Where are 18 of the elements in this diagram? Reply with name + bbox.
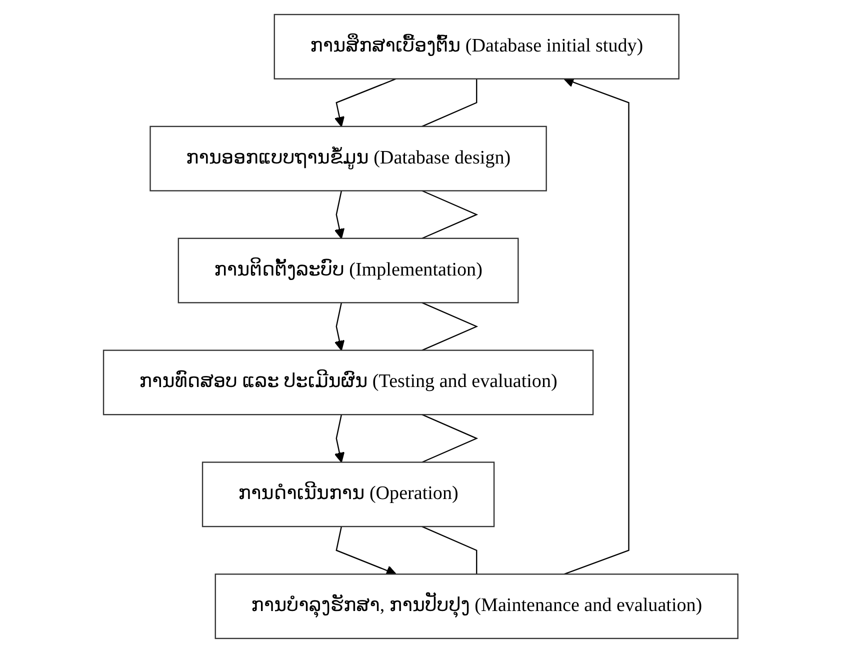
connector [422,526,478,574]
connector [422,302,478,351]
arrow [334,190,344,239]
arrow [334,414,344,463]
connector [422,78,478,127]
node-box [274,14,680,80]
arrow [336,526,396,576]
arrow [334,78,396,127]
connector [422,190,478,239]
node-box [178,238,519,304]
node-box [214,574,738,640]
node-box [149,126,547,192]
node-box [202,462,494,528]
arrow [563,77,630,575]
connector [422,414,478,463]
arrow [334,302,344,351]
node-box [102,350,594,416]
flowchart-drawing: ການສຶກສາເບື້ອງຕົ້ນ (Database initial study) ການອອກແບບຖານຂໍ້ມູນ (Database design) ການຕິດຕັ້ງລະບົບ (Implementation) ການທົດສອບ ແລະ ປະເມີນຜົນ (Testing and evaluation) ການດຳເນີນການ (Operation) ການບຳລຸງຮັກສາ, ການປັບປຸງ (Maintenance and evaluation) [94,5,748,648]
